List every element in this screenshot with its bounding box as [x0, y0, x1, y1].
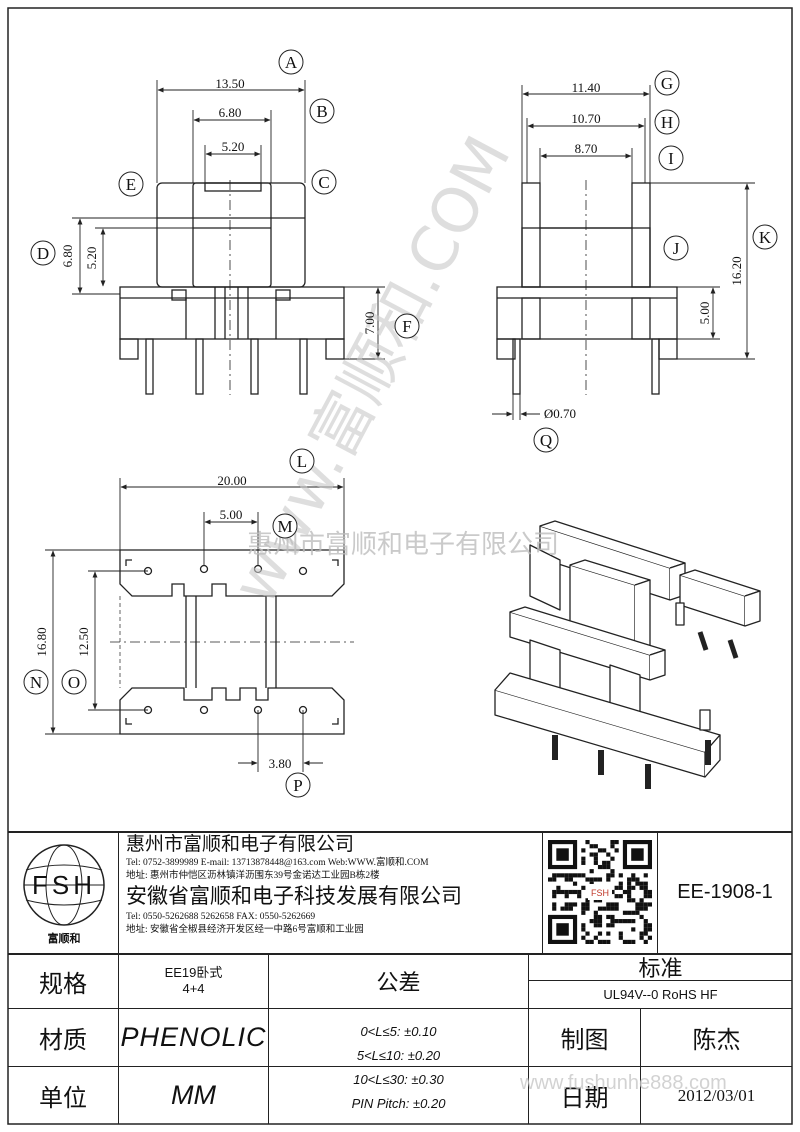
dimension-value-k: 16.20	[729, 256, 744, 285]
callout-label-m: M	[277, 517, 292, 536]
callout-circle-m	[272, 513, 298, 539]
dimension-value-a: 13.50	[215, 76, 244, 91]
dimension-value-j: 5.00	[697, 302, 712, 325]
dimension-value-o: 12.50	[76, 627, 91, 656]
dimension-value-p: 3.80	[269, 756, 292, 771]
callout-label-d: D	[37, 244, 49, 263]
callout-circle-i	[658, 145, 684, 171]
callout-label-e: E	[126, 175, 136, 194]
callout-circle-e	[118, 171, 144, 197]
company-watermark: 惠州市富顺和电子有限公司	[247, 530, 559, 560]
dimension-value-f: 7.00	[362, 312, 377, 335]
callout-label-i: I	[668, 149, 674, 168]
dimension-value-q: Ø0.70	[544, 406, 576, 421]
side-view	[496, 180, 678, 395]
dimension-value-d2: 5.20	[84, 247, 99, 270]
dimension-value-d: 6.80	[60, 245, 75, 268]
callout-circle-o	[61, 669, 87, 695]
callout-label-q: Q	[540, 431, 552, 450]
callout-circle-h	[654, 109, 680, 135]
callout-label-f: F	[402, 317, 411, 336]
dimension-value-b: 6.80	[219, 105, 242, 120]
callout-label-p: P	[293, 776, 302, 795]
callout-circle-j	[663, 235, 689, 261]
dimension-value-m: 5.00	[220, 507, 243, 522]
callout-circle-q	[533, 427, 559, 453]
callout-label-k: K	[759, 228, 772, 247]
callout-circle-c	[311, 169, 337, 195]
callout-circle-k	[752, 224, 778, 250]
dimension-value-c: 5.20	[222, 139, 245, 154]
callout-label-h: H	[661, 113, 673, 132]
bottom-view	[110, 549, 354, 735]
dimension-value-l: 20.00	[217, 473, 246, 488]
callout-label-c: C	[318, 173, 329, 192]
callout-circle-l	[289, 448, 315, 474]
dimension-value-g: 11.40	[572, 80, 601, 95]
front-view	[119, 180, 345, 395]
callout-label-g: G	[661, 74, 673, 93]
dimension-value-i: 8.70	[575, 141, 598, 156]
callout-label-j: J	[673, 239, 680, 258]
callout-label-b: B	[316, 102, 327, 121]
callout-circle-a	[278, 49, 304, 75]
callout-circle-n	[23, 669, 49, 695]
callout-label-o: O	[68, 673, 80, 692]
callout-label-a: A	[285, 53, 298, 72]
callout-label-l: L	[297, 452, 307, 471]
isometric-view	[494, 520, 761, 789]
drawing-frame	[7, 7, 793, 1125]
callout-circle-p	[285, 772, 311, 798]
bottom-view-dimensions	[45, 478, 345, 772]
dimension-value-n: 16.80	[34, 627, 49, 656]
callout-circle-f	[394, 313, 420, 339]
callout-label-n: N	[30, 673, 42, 692]
callout-circle-b	[309, 98, 335, 124]
callout-circle-d	[30, 240, 56, 266]
callout-circle-g	[654, 70, 680, 96]
front-view-dimensions	[72, 80, 385, 360]
dimension-value-h: 10.70	[571, 111, 600, 126]
side-view-dimensions	[492, 85, 755, 420]
